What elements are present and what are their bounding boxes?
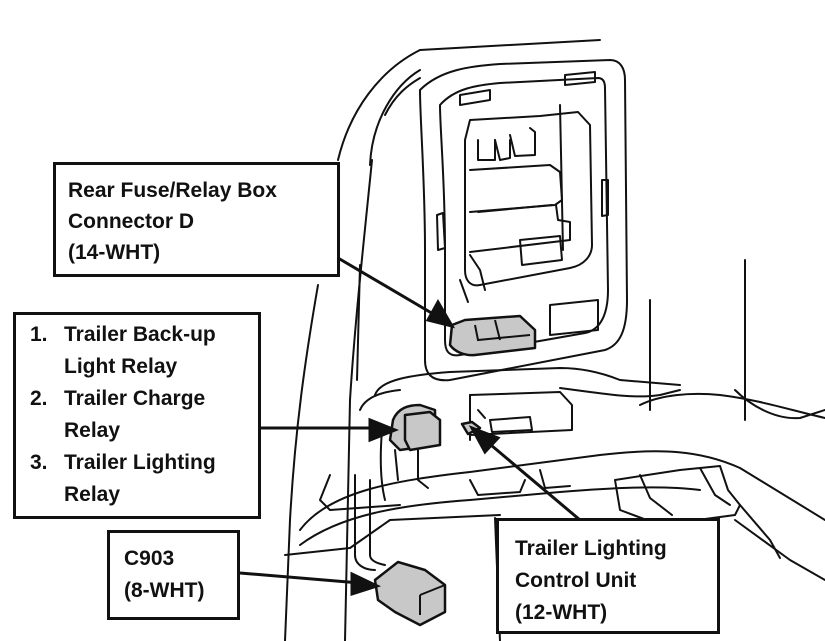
- callout-line: Rear Fuse/Relay Box: [68, 179, 277, 202]
- leader-fuse-box: [337, 256, 441, 320]
- fuse-box-slot: [564, 71, 596, 86]
- leader-control-unit: [484, 438, 581, 522]
- callout-line: (12-WHT): [515, 601, 608, 624]
- body-panel-curve-inner: [369, 69, 421, 166]
- callout-line: C903: [124, 547, 175, 570]
- callout-line: Trailer Lighting: [515, 537, 667, 560]
- control-unit-housing: [614, 465, 741, 526]
- trailer-relay-2: [403, 410, 442, 452]
- arrowhead: [350, 571, 382, 597]
- callout-line: Connector D: [68, 210, 194, 233]
- body-panel-left-edge2: [284, 284, 319, 641]
- c903-connector: [373, 560, 447, 627]
- callout-rear-fuse-relay-box-connector-d: Rear Fuse/Relay Box Connector D (14-WHT): [53, 162, 340, 277]
- relay-bracket: [469, 391, 573, 436]
- fuse-box-frame-inner: [439, 77, 609, 357]
- relay-item-2-cont: Relay: [64, 419, 121, 442]
- relay-item-3: 3.Trailer Lighting: [30, 451, 216, 474]
- callout-trailer-relays: 1.Trailer Back-up Light Relay 2.Trailer …: [13, 312, 261, 519]
- fuse-box-tab: [549, 299, 599, 336]
- c903-cable: [354, 474, 376, 571]
- arrowhead: [425, 298, 456, 329]
- fuse-block: [464, 111, 593, 287]
- callout-line: Control Unit: [515, 569, 637, 592]
- leader-c903: [239, 571, 361, 585]
- relay-item-2: 2.Trailer Charge: [30, 387, 206, 410]
- callout-trailer-lighting-control-unit: Trailer Lighting Control Unit (12-WHT): [496, 518, 720, 634]
- fuse-box-slot: [459, 89, 491, 106]
- callout-line: (14-WHT): [68, 241, 161, 264]
- relay-item-1-cont: Light Relay: [64, 355, 178, 378]
- relay-item-3-cont: Relay: [64, 483, 121, 506]
- arrowhead: [468, 425, 501, 455]
- fuse-box-frame: [419, 59, 628, 382]
- callout-c903: C903 (8-WHT): [107, 530, 240, 620]
- callout-line: (8-WHT): [124, 579, 205, 602]
- body-panel-curve: [337, 49, 421, 161]
- c903-cable: [369, 479, 386, 566]
- panel-ledge: [374, 367, 681, 396]
- body-panel-curve-inner2: [384, 77, 421, 116]
- harness-line: [299, 486, 701, 546]
- body-panel-left-edge3: [356, 264, 361, 381]
- body-panel-edge: [419, 39, 601, 51]
- arrowhead: [368, 417, 400, 443]
- fuse-box-slot: [436, 212, 446, 251]
- rear-fuse-box-connector-d: [448, 314, 537, 357]
- relay-item-1: 1.Trailer Back-up: [30, 323, 216, 346]
- harness-line: [299, 450, 825, 531]
- fuse-box-slot: [601, 179, 609, 217]
